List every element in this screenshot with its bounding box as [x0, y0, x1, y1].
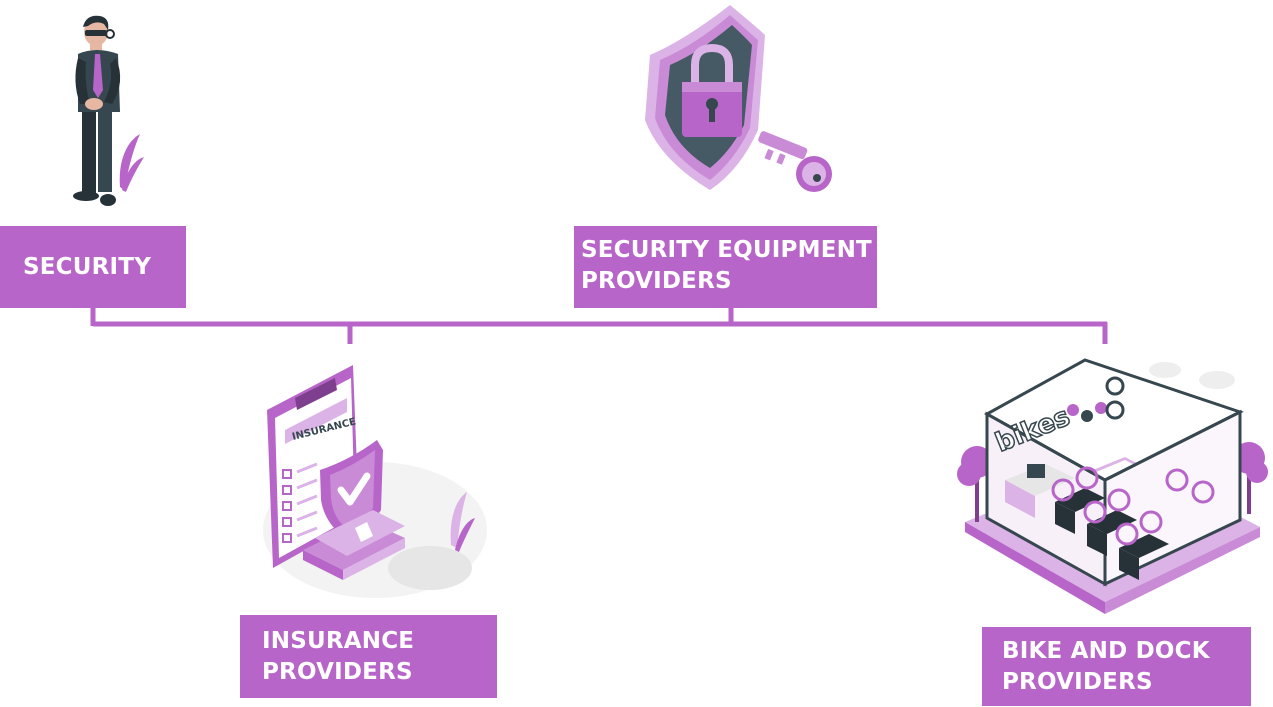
- security-label-box: SECURITY: [0, 226, 186, 308]
- security-guard-icon: [73, 15, 144, 206]
- insurance-label-line1: INSURANCE: [262, 627, 415, 654]
- insurance-label-line2: PROVIDERS: [262, 658, 413, 685]
- security-equipment-label-box: SECURITY EQUIPMENT PROVIDERS: [574, 226, 877, 308]
- bike-shop-icon: bikes: [957, 358, 1268, 614]
- bike-dock-label-box: BIKE AND DOCK PROVIDERS: [982, 627, 1251, 706]
- insurance-clipboard-icon: INSURANCE: [263, 365, 487, 598]
- security-equipment-label-line2: PROVIDERS: [581, 268, 732, 294]
- insurance-label-box: INSURANCE PROVIDERS: [240, 615, 497, 698]
- bike-dock-label-line1: BIKE AND DOCK: [1002, 637, 1210, 664]
- security-label: SECURITY: [23, 253, 152, 280]
- security-equipment-label-line1: SECURITY EQUIPMENT: [581, 237, 872, 263]
- bike-dock-label-line2: PROVIDERS: [1002, 668, 1153, 695]
- shield-lock-icon: [645, 5, 832, 192]
- key-icon: [758, 131, 832, 192]
